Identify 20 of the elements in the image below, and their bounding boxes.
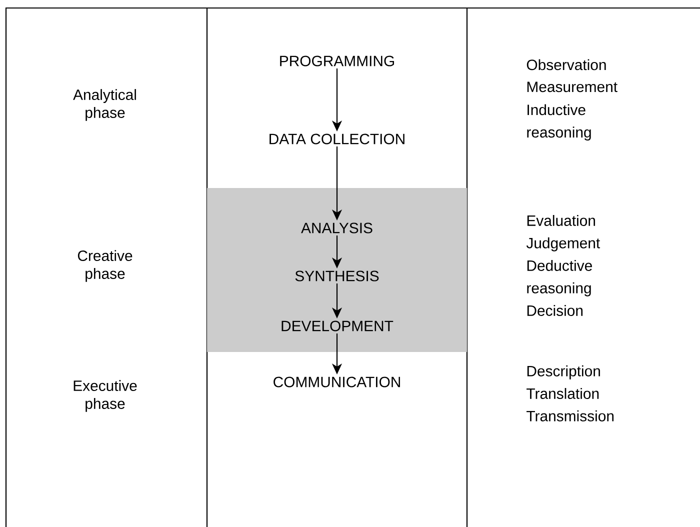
activity-label: Decision [527,305,583,316]
activity-label: Translation [526,388,599,399]
step-label: DATA COLLECTION [270,134,404,144]
step-label: ANALYSIS [301,222,372,234]
activity-label: Measurement [527,82,618,92]
activity-label: Evaluation [527,215,595,226]
step-label: SYNTHESIS [295,270,379,282]
activity-label: Inductive reasoning [527,104,591,141]
activity-label: Transmission [526,410,614,422]
phase-label: Analytical phase [73,89,136,121]
shaded-band [207,188,467,352]
step-label: COMMUNICATION [274,376,400,388]
phase-label: Creative phase [78,250,132,282]
activity-label: Deductive reasoning [527,260,592,296]
step-label: DEVELOPMENT [282,320,394,332]
activity-label: Description [527,365,600,380]
phase-label: Executive phase [74,380,137,412]
activity-label: Judgement [526,237,600,252]
activity-label: Observation [526,59,606,70]
step-label: PROGRAMMING [280,56,394,66]
